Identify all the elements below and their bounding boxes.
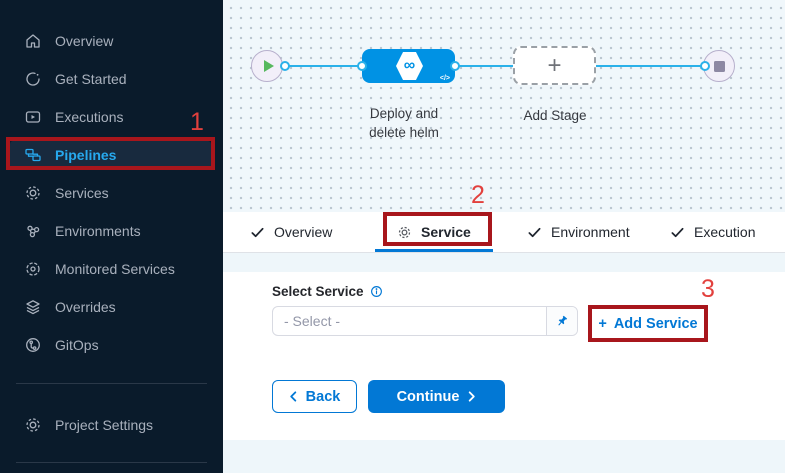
sidebar-divider <box>16 383 207 384</box>
node-port <box>450 61 460 71</box>
tab-environment[interactable]: Environment <box>527 212 630 252</box>
main-panel: ∞ </> Deploy and delete helm + Add Stage… <box>223 0 785 473</box>
annotation-number-3: 3 <box>701 275 715 303</box>
sidebar-item-label: Get Started <box>55 71 127 87</box>
add-service-button[interactable]: + Add Service <box>598 315 698 332</box>
pipeline-connector <box>285 65 362 67</box>
node-port <box>280 61 290 71</box>
home-icon <box>24 32 42 50</box>
select-service-dropdown: - Select - <box>272 306 578 336</box>
sidebar-item-project-settings[interactable]: Project Settings <box>0 410 223 440</box>
tab-label: Execution <box>694 224 756 240</box>
plus-icon: + <box>598 315 607 332</box>
sidebar-item-get-started[interactable]: Get Started <box>0 64 223 94</box>
sidebar: Overview Get Started Executions Pipeline… <box>0 0 223 473</box>
sidebar-item-label: GitOps <box>55 337 99 353</box>
sidebar-item-label: Pipelines <box>55 147 117 163</box>
tab-label: Service <box>421 224 471 240</box>
add-stage-label: Add Stage <box>523 108 587 123</box>
pin-icon <box>555 314 570 329</box>
get-started-icon <box>24 70 42 88</box>
annotation-number-2: 2 <box>471 181 485 209</box>
sidebar-item-pipelines[interactable]: Pipelines <box>10 141 211 169</box>
environments-icon <box>24 222 42 240</box>
sidebar-item-label: Project Settings <box>55 417 154 433</box>
select-service-label: Select Service <box>272 284 383 299</box>
add-service-container: + Add Service <box>588 305 708 342</box>
tab-service[interactable]: Service <box>397 212 471 252</box>
sidebar-item-label: Services <box>55 185 109 201</box>
gear-icon <box>397 225 412 240</box>
layers-icon <box>24 298 42 316</box>
plus-icon: + <box>547 51 562 79</box>
select-service-value[interactable]: - Select - <box>284 313 341 329</box>
cd-stage-hexagon-icon: ∞ <box>396 52 423 80</box>
chevron-right-icon <box>467 391 476 402</box>
sidebar-item-label: Overview <box>55 33 114 49</box>
sidebar-item-monitored-services[interactable]: Monitored Services <box>0 254 223 284</box>
tab-overview[interactable]: Overview <box>250 212 332 252</box>
sidebar-item-label: Executions <box>55 109 124 125</box>
stage-config-tabbar: Overview Service Environment Execution <box>223 212 785 253</box>
gear-icon <box>24 184 42 202</box>
gear-icon <box>24 416 42 434</box>
executions-icon <box>24 108 42 126</box>
sidebar-item-label: Environments <box>55 223 141 239</box>
pin-button[interactable] <box>546 307 577 335</box>
gitops-icon <box>24 336 42 354</box>
stage-node-deploy-and-delete-helm[interactable]: ∞ </> <box>362 49 455 83</box>
sidebar-item-services[interactable]: Services <box>0 178 223 208</box>
annotation-number-1: 1 <box>190 108 204 136</box>
sidebar-item-overrides[interactable]: Overrides <box>0 292 223 322</box>
sidebar-item-label: Monitored Services <box>55 261 175 277</box>
chevron-left-icon <box>289 391 298 402</box>
code-icon: </> <box>439 75 450 82</box>
tab-label: Environment <box>551 224 630 240</box>
node-port <box>357 61 367 71</box>
add-stage-button[interactable]: + <box>513 46 596 85</box>
monitored-gear-icon <box>24 260 42 278</box>
tab-label: Overview <box>274 224 333 240</box>
stage-node-label: Deploy and delete helm <box>369 106 439 140</box>
sidebar-item-label: Overrides <box>55 299 116 315</box>
stop-icon <box>713 60 725 72</box>
sidebar-item-environments[interactable]: Environments <box>0 216 223 246</box>
check-icon <box>527 225 542 240</box>
check-icon <box>250 225 265 240</box>
check-icon <box>670 225 685 240</box>
active-tab-underline <box>375 249 493 252</box>
pipeline-start-node[interactable] <box>251 50 283 82</box>
pipelines-icon <box>24 146 42 164</box>
sidebar-item-overview[interactable]: Overview <box>0 26 223 56</box>
sidebar-item-gitops[interactable]: GitOps <box>0 330 223 360</box>
tab-execution[interactable]: Execution <box>670 212 755 252</box>
node-port <box>700 61 710 71</box>
pipeline-connector <box>455 65 513 67</box>
play-icon <box>263 60 274 72</box>
pipeline-connector <box>596 65 705 67</box>
info-icon[interactable] <box>370 285 383 298</box>
sidebar-divider <box>16 462 207 463</box>
sidebar-item-executions[interactable]: Executions <box>0 102 223 132</box>
pipeline-canvas[interactable]: ∞ </> Deploy and delete helm + Add Stage… <box>223 0 785 212</box>
continue-button[interactable]: Continue <box>368 380 505 413</box>
back-button[interactable]: Back <box>272 380 357 413</box>
